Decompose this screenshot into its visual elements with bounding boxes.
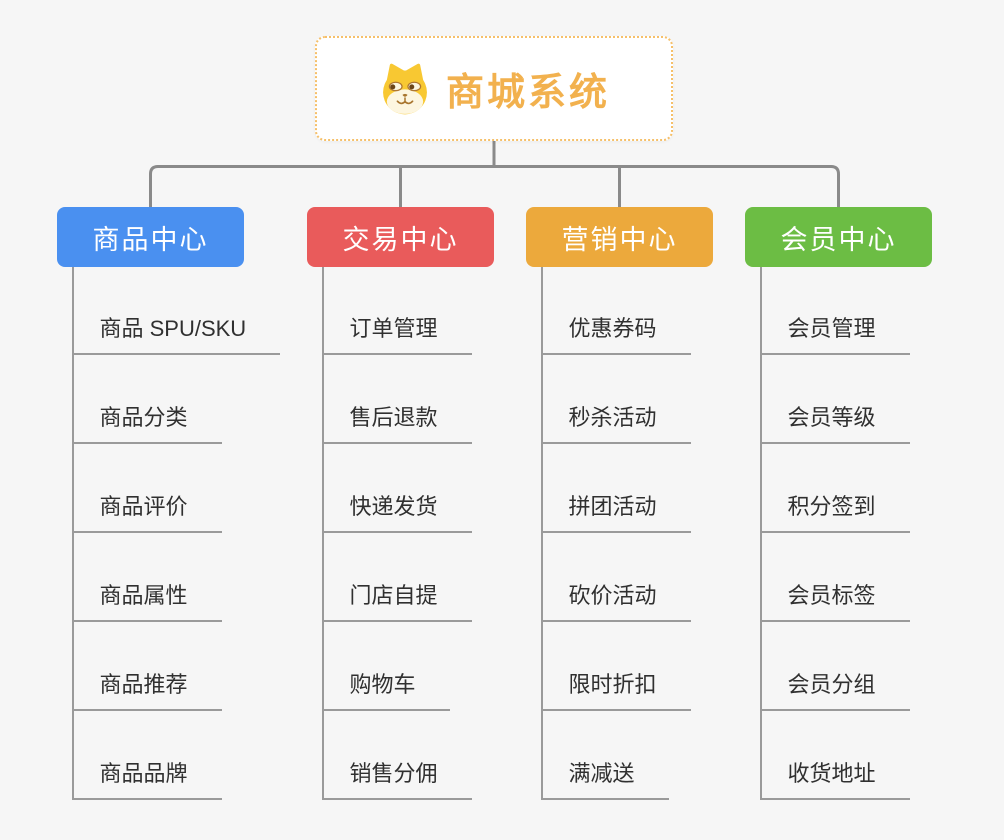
leaf-node[interactable]: 会员等级 (759, 404, 910, 444)
leaf-label: 快递发货 (349, 494, 438, 519)
leaf-node[interactable]: 砍价活动 (540, 582, 691, 622)
leaf-label: 商品 SPU/SKU (99, 316, 247, 341)
leaf-node[interactable]: 积分签到 (759, 493, 910, 533)
leaf-label: 砍价活动 (568, 583, 657, 608)
leaf-node[interactable]: 商品属性 (71, 582, 222, 622)
leaf-node[interactable]: 满减送 (540, 760, 669, 800)
leaf-node[interactable]: 拼团活动 (540, 493, 691, 533)
branch-node-member[interactable]: 会员中心 (745, 207, 932, 267)
branch-node-product[interactable]: 商品中心 (57, 207, 244, 267)
leaf-label: 购物车 (349, 672, 416, 697)
root-title: 商城系统 (445, 72, 610, 114)
leaf-label: 商品品牌 (99, 761, 188, 786)
branch-label: 交易中心 (342, 224, 459, 255)
leaf-label: 售后退款 (349, 405, 438, 430)
leaf-node[interactable]: 会员标签 (759, 582, 910, 622)
leaf-label: 拼团活动 (568, 494, 657, 519)
leaf-node[interactable]: 优惠券码 (540, 315, 691, 355)
leaf-node[interactable]: 收货地址 (759, 760, 910, 800)
leaf-node[interactable]: 商品分类 (71, 404, 222, 444)
branch-node-trade[interactable]: 交易中心 (307, 207, 494, 267)
leaf-label: 限时折扣 (568, 672, 657, 697)
leaf-label: 会员分组 (787, 672, 876, 697)
leaf-node[interactable]: 快递发货 (321, 493, 472, 533)
leaf-node[interactable]: 商品品牌 (71, 760, 222, 800)
leaf-node[interactable]: 会员分组 (759, 671, 910, 711)
branch-spine-line (759, 267, 762, 800)
leaf-node[interactable]: 秒杀活动 (540, 404, 691, 444)
leaf-node[interactable]: 商品评价 (71, 493, 222, 533)
leaf-node[interactable]: 订单管理 (321, 315, 472, 355)
leaf-label: 会员等级 (787, 405, 876, 430)
leaf-label: 商品推荐 (99, 672, 188, 697)
leaf-label: 商品分类 (99, 405, 188, 430)
leaf-label: 销售分佣 (349, 761, 438, 786)
branch-label: 商品中心 (92, 224, 209, 255)
leaf-label: 满减送 (568, 761, 635, 786)
leaf-node[interactable]: 购物车 (321, 671, 450, 711)
leaf-label: 会员管理 (787, 316, 876, 341)
leaf-label: 秒杀活动 (568, 405, 657, 430)
branch-spine-line (71, 267, 74, 800)
branch-label: 营销中心 (561, 224, 678, 255)
leaf-node[interactable]: 销售分佣 (321, 760, 472, 800)
bus-connector-line (149, 165, 840, 208)
branch-spine-line (540, 267, 543, 800)
leaf-node[interactable]: 门店自提 (321, 582, 472, 622)
root-node[interactable]: 商城系统 (315, 36, 673, 141)
leaf-node[interactable]: 售后退款 (321, 404, 472, 444)
leaf-node[interactable]: 限时折扣 (540, 671, 691, 711)
leaf-node[interactable]: 会员管理 (759, 315, 910, 355)
branch-label: 会员中心 (780, 224, 897, 255)
leaf-label: 商品属性 (99, 583, 188, 608)
branch-node-marketing[interactable]: 营销中心 (526, 207, 713, 267)
leaf-node[interactable]: 商品 SPU/SKU (71, 315, 281, 355)
leaf-label: 会员标签 (787, 583, 876, 608)
leaf-label: 商品评价 (99, 494, 188, 519)
leaf-label: 优惠券码 (568, 316, 657, 341)
branch-spine-line (321, 267, 324, 800)
doge-icon (383, 63, 427, 114)
leaf-label: 门店自提 (349, 583, 438, 608)
leaf-label: 收货地址 (787, 761, 876, 786)
leaf-node[interactable]: 商品推荐 (71, 671, 222, 711)
leaf-label: 积分签到 (787, 494, 876, 519)
leaf-label: 订单管理 (349, 316, 438, 341)
